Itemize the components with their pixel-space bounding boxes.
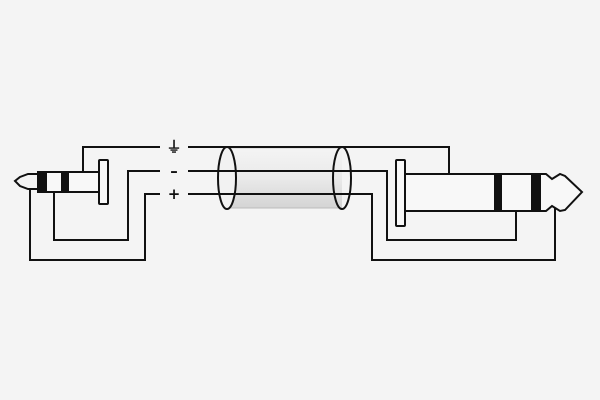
minus-wire-left	[53, 170, 160, 241]
mini-jack-plug	[13, 159, 109, 205]
cable-shield-end	[332, 146, 352, 210]
jack-plug-6-3mm	[395, 159, 584, 227]
plus-wire-right	[188, 193, 556, 261]
cable-shield	[217, 146, 342, 210]
ground-wire-left	[82, 146, 160, 172]
minus-wire-right	[188, 170, 517, 241]
ground-label: ⏚	[166, 138, 182, 156]
plus-wire-left	[29, 190, 160, 261]
plus-label: +	[167, 185, 181, 203]
ground-wire-right	[188, 146, 450, 174]
minus-label: –	[170, 162, 178, 180]
